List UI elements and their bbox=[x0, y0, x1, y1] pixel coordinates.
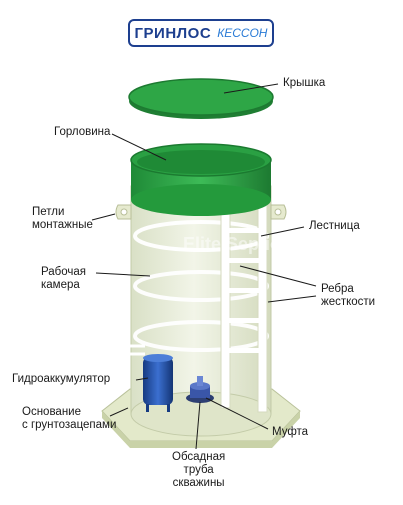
brand-name: ГРИНЛОС bbox=[134, 24, 212, 42]
label-lid: Крышка bbox=[283, 77, 326, 89]
brand-badge: ГРИНЛОС КЕССОН bbox=[128, 19, 274, 47]
lid bbox=[128, 78, 274, 119]
brand-model: КЕССОН bbox=[217, 26, 268, 40]
label-ladder: Лестница bbox=[309, 220, 360, 232]
watermark: Elite Septic bbox=[183, 234, 280, 254]
mounting-loops bbox=[115, 204, 287, 220]
label-neck: Горловина bbox=[54, 126, 111, 138]
neck bbox=[130, 143, 272, 216]
hydro-accumulator bbox=[143, 354, 173, 412]
leader-lines bbox=[91, 83, 317, 450]
label-working-chamber: Рабочая камера bbox=[41, 266, 87, 291]
label-hydro-accumulator: Гидроаккумулятор bbox=[12, 373, 111, 385]
label-stiffening-ribs: Ребра жесткости bbox=[321, 283, 376, 308]
label-mounting-loops: Петли монтажные bbox=[32, 206, 93, 231]
label-casing-pipe: Обсадная труба скважины bbox=[172, 451, 226, 489]
label-coupling: Муфта bbox=[272, 426, 309, 438]
inlet-pipes bbox=[118, 344, 145, 356]
label-base: Основание с грунтозацепами bbox=[22, 406, 117, 431]
coupling bbox=[186, 376, 214, 403]
